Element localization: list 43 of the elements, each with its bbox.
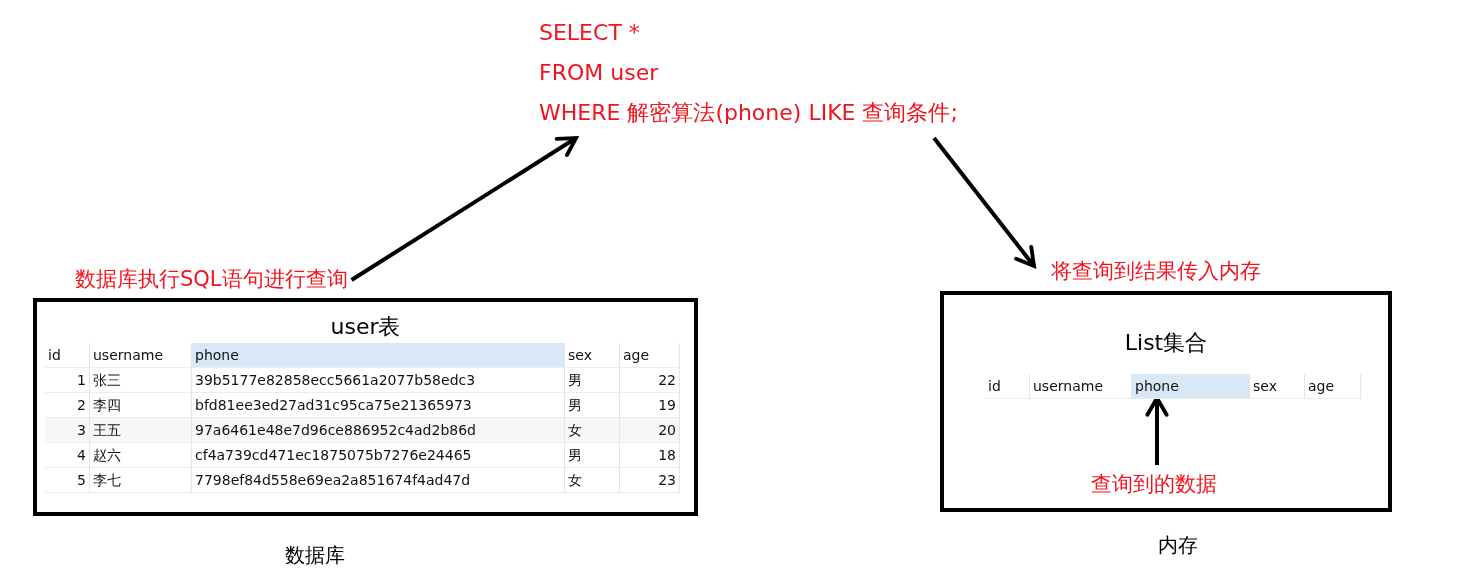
- table-cell: 7798ef84d558e69ea2a851674f4ad47d: [192, 468, 565, 493]
- header-cell: id: [45, 343, 90, 368]
- annotation-text: 查询到的数据: [1091, 471, 1217, 498]
- annotation-text: 将查询到结果传入内存: [1051, 258, 1261, 285]
- sql-line: FROM user: [539, 59, 659, 87]
- table-cell: 张三: [90, 368, 192, 393]
- table-cell: 男: [565, 443, 620, 468]
- header-cell: phone: [1132, 374, 1250, 399]
- header-cell: id: [985, 374, 1030, 399]
- header-cell: age: [1305, 374, 1361, 399]
- table-cell: 4: [45, 443, 90, 468]
- table-title: user表: [329, 313, 402, 341]
- table-title: List集合: [1123, 329, 1209, 357]
- caption-text: 数据库: [285, 542, 345, 569]
- header-cell: username: [1030, 374, 1132, 399]
- header-cell: phone: [192, 343, 565, 368]
- table-cell: 23: [620, 468, 680, 493]
- table-cell: 男: [565, 368, 620, 393]
- arrow: [932, 136, 1036, 268]
- table-cell: cf4a739cd471ec1875075b7276e24465: [192, 443, 565, 468]
- arrow: [350, 136, 578, 282]
- header-cell: sex: [565, 343, 620, 368]
- table-cell: 王五: [90, 418, 192, 443]
- sql-line: SELECT *: [539, 19, 640, 47]
- table-cell: 赵六: [90, 443, 192, 468]
- table-cell: 女: [565, 418, 620, 443]
- table-cell: 20: [620, 418, 680, 443]
- table-frame: [33, 298, 698, 516]
- table-cell: 22: [620, 368, 680, 393]
- table-cell: 李七: [90, 468, 192, 493]
- header-cell: sex: [1250, 374, 1305, 399]
- table-cell: 18: [620, 443, 680, 468]
- table-cell: 女: [565, 468, 620, 493]
- sql-line: WHERE 解密算法(phone) LIKE 查询条件;: [539, 99, 958, 127]
- caption-text: 内存: [1158, 532, 1198, 559]
- header-cell: age: [620, 343, 680, 368]
- table-cell: 5: [45, 468, 90, 493]
- annotation-text: 数据库执行SQL语句进行查询: [75, 266, 348, 293]
- table-cell: 3: [45, 418, 90, 443]
- table-frame: [940, 291, 1392, 512]
- table-cell: 39b5177e82858ecc5661a2077b58edc3: [192, 368, 565, 393]
- table-cell: 97a6461e48e7d96ce886952c4ad2b86d: [192, 418, 565, 443]
- table-cell: 1: [45, 368, 90, 393]
